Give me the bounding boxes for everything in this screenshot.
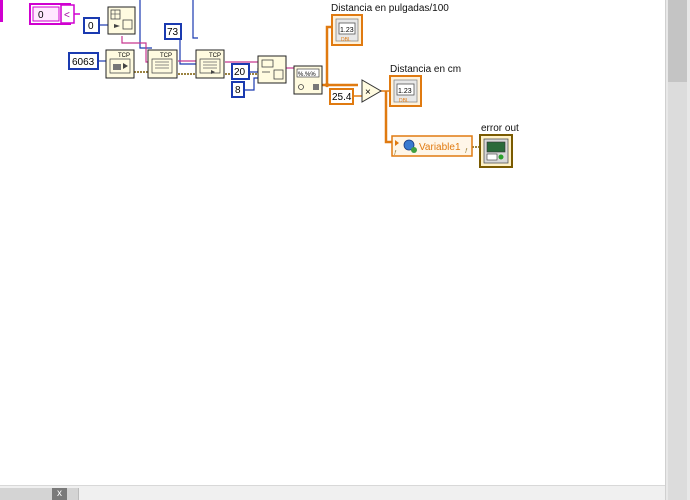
wire-junction xyxy=(324,82,330,88)
svg-text:%.%%: %.%% xyxy=(298,72,316,78)
wire-blue-top-1[interactable] xyxy=(139,0,152,49)
wire-orange-main[interactable] xyxy=(322,25,332,87)
wire-blue-73[interactable] xyxy=(179,39,198,65)
const-block-73[interactable]: 73 xyxy=(164,23,182,40)
label-distancia-pulgadas: Distancia en pulgadas/100 xyxy=(331,3,449,14)
dbl-icon-2: DBL xyxy=(399,98,409,104)
const-block-8[interactable]: 8 xyxy=(231,81,245,98)
const-block-zero[interactable]: 0 xyxy=(83,17,100,34)
indicator-error-out[interactable] xyxy=(479,134,513,168)
svg-text:ƒ: ƒ xyxy=(465,148,468,154)
subvi-scan-from-string[interactable]: %.%% xyxy=(293,65,323,95)
const-block-port[interactable]: 6063 xyxy=(68,52,99,70)
const-block-20[interactable]: 20 xyxy=(231,63,250,80)
subvi-build-array[interactable] xyxy=(107,6,136,35)
const-20[interactable]: 20 xyxy=(234,67,246,78)
indicator-distancia-cm[interactable]: 1.23 DBL xyxy=(389,75,422,107)
const-block-factor[interactable]: 25.4 xyxy=(329,88,354,105)
loop-rail xyxy=(0,0,3,22)
tcp-write[interactable]: TCP xyxy=(147,49,178,79)
block-diagram-canvas[interactable]: 0 < 0 6063 73 20 8 TCP xyxy=(0,0,665,485)
horizontal-scrollbar[interactable] xyxy=(0,485,665,500)
const-zero-mid[interactable]: 0 xyxy=(88,21,94,32)
tcp-open-connection[interactable]: TCP xyxy=(105,49,135,79)
shared-variable-node[interactable]: ƒ Variable1 ƒ xyxy=(391,135,473,157)
label-distancia-cm: Distancia en cm xyxy=(390,64,461,75)
tcp-read[interactable]: TCP xyxy=(195,49,225,79)
const-73[interactable]: 73 xyxy=(167,27,179,38)
const-zero-top[interactable]: 0 xyxy=(38,10,44,21)
horizontal-scrollbar-thumb[interactable] xyxy=(0,488,79,500)
wire-orange-to-var[interactable] xyxy=(384,91,392,144)
compare-symbol: < xyxy=(64,10,70,21)
svg-text:×: × xyxy=(365,87,371,98)
close-icon[interactable]: x xyxy=(52,488,67,500)
shared-variable-name: Variable1 xyxy=(419,142,461,153)
wire-blue-top-2[interactable] xyxy=(192,0,198,39)
shared-variable-icon xyxy=(403,139,415,151)
num-icon-2: 1.23 xyxy=(398,88,412,95)
num-icon-1: 1.23 xyxy=(340,27,354,34)
tcp-label-2: TCP xyxy=(160,53,172,59)
const-factor[interactable]: 25.4 xyxy=(332,92,352,103)
label-error-out: error out xyxy=(481,123,519,134)
dbl-icon-1: DBL xyxy=(341,37,351,43)
vertical-scrollbar-track[interactable] xyxy=(668,82,687,500)
vertical-scrollbar-thumb[interactable] xyxy=(668,0,687,82)
const-port[interactable]: 6063 xyxy=(72,57,95,68)
wire-blue-20[interactable] xyxy=(249,68,259,73)
subvi-string-subset[interactable] xyxy=(257,55,287,84)
tcp-label-1: TCP xyxy=(118,53,130,59)
compare-block[interactable]: 0 < xyxy=(29,3,75,25)
indicator-distancia-pulgadas[interactable]: 1.23 DBL xyxy=(331,14,363,46)
multiply-node[interactable]: × xyxy=(361,79,382,103)
tcp-label-3: TCP xyxy=(209,53,221,59)
wire-blue-8[interactable] xyxy=(244,77,258,91)
svg-text:ƒ: ƒ xyxy=(394,150,397,156)
const-8[interactable]: 8 xyxy=(235,85,241,96)
